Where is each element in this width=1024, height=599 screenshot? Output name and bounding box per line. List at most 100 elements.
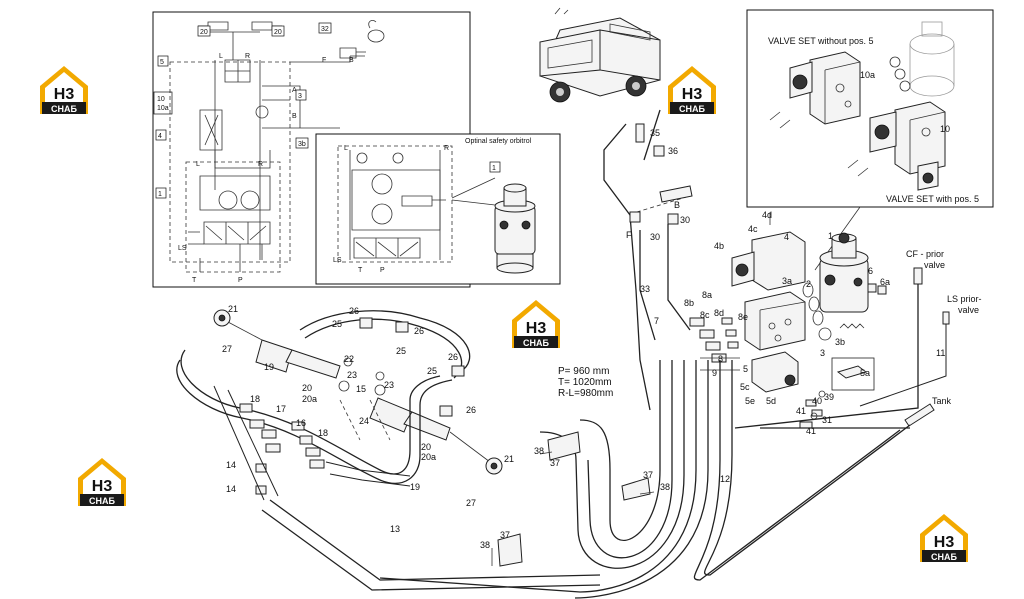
schematic-port-label: F bbox=[322, 57, 326, 64]
part-box bbox=[155, 129, 167, 141]
part-number: 27 bbox=[222, 344, 232, 354]
part-number: 16 bbox=[296, 418, 306, 428]
part-number: 11 bbox=[936, 348, 945, 358]
part-number: 19 bbox=[410, 482, 420, 492]
part-box-label: 4 bbox=[158, 133, 162, 140]
inset-port-label: R bbox=[444, 145, 449, 152]
part-number: 1 bbox=[828, 231, 833, 241]
part-number: 3 bbox=[820, 348, 825, 358]
part-number: 2 bbox=[806, 279, 811, 289]
schematic-port-label: R bbox=[258, 161, 263, 168]
part-number: 21 bbox=[228, 304, 238, 314]
part-number: 38 bbox=[534, 446, 544, 456]
part-number: 9 bbox=[712, 368, 717, 378]
logo-mark: H3 bbox=[934, 534, 955, 551]
part-number: 37 bbox=[643, 470, 653, 480]
inset-part-box-label: 1 bbox=[492, 165, 496, 172]
part-box-label: 3b bbox=[298, 141, 306, 148]
valve-set-with-title: VALVE SET with pos. 5 bbox=[886, 194, 979, 204]
truck-illustration bbox=[539, 7, 661, 103]
part-number: 23 bbox=[347, 370, 357, 380]
part-number: 5 bbox=[743, 364, 748, 374]
part-number: 25 bbox=[396, 346, 406, 356]
part-number: 33 bbox=[640, 284, 650, 294]
logo-mark: H3 bbox=[92, 478, 113, 495]
valve-block-with bbox=[847, 101, 946, 191]
part-box bbox=[197, 25, 211, 37]
part-box-label: 20 bbox=[200, 29, 208, 36]
part-number: 4 bbox=[784, 232, 789, 242]
schematic-port-label: L bbox=[196, 161, 200, 168]
part-number: 3a bbox=[782, 276, 792, 286]
part-number: 5c bbox=[740, 382, 750, 392]
valve-block-without bbox=[769, 51, 861, 129]
part-number: 5a bbox=[860, 368, 870, 378]
part-number: 41 bbox=[806, 426, 816, 436]
pressure-note-line: P= 960 mm bbox=[558, 366, 609, 377]
cf-label: CF - prior bbox=[906, 249, 944, 259]
part-number: 5d bbox=[766, 396, 776, 406]
tank-label: Tank bbox=[932, 396, 952, 406]
part-number: 18 bbox=[318, 428, 328, 438]
part-box bbox=[295, 137, 309, 149]
pressure-note-line: R-L=980mm bbox=[558, 388, 613, 399]
inset-port-label: T bbox=[358, 267, 363, 274]
part-box bbox=[155, 187, 167, 199]
part-number: 3b bbox=[835, 337, 845, 347]
ls-label: LS prior- bbox=[947, 294, 982, 304]
part-number: 40 bbox=[812, 396, 822, 406]
part-number: 27 bbox=[466, 498, 476, 508]
part-number: 26 bbox=[349, 306, 359, 316]
part-box-label: 10 bbox=[157, 96, 165, 103]
part-box-label: 1 bbox=[158, 191, 162, 198]
schematic-port-label: B bbox=[349, 57, 354, 64]
part-number: 20a bbox=[421, 452, 436, 462]
part-box-label: 20 bbox=[274, 29, 282, 36]
part-number: 14 bbox=[226, 484, 236, 494]
part-number: 30 bbox=[680, 215, 690, 225]
part-box bbox=[157, 55, 169, 67]
part-number: 5e bbox=[745, 396, 755, 406]
safety-orbitrol-inset bbox=[315, 133, 561, 285]
cf-hose bbox=[734, 282, 919, 429]
part-number: 4b bbox=[714, 241, 724, 251]
part-number: 25 bbox=[332, 319, 342, 329]
inset-port-label: P bbox=[380, 267, 385, 274]
part-number: 14 bbox=[226, 460, 236, 470]
part-number: 13 bbox=[390, 524, 400, 534]
valve-label: 10 bbox=[940, 124, 950, 134]
part-number: 24 bbox=[359, 416, 369, 426]
inset-port-label: L bbox=[344, 145, 348, 152]
steering-unit-assembly bbox=[689, 212, 887, 429]
part-number: 18 bbox=[250, 394, 260, 404]
part-box bbox=[295, 89, 307, 101]
schematic-port-label: B bbox=[292, 113, 297, 120]
part-box bbox=[271, 25, 285, 37]
part-number: 19 bbox=[264, 362, 274, 372]
part-number: 21 bbox=[504, 454, 514, 464]
part-number: 8d bbox=[714, 308, 724, 318]
part-number: 38 bbox=[660, 482, 670, 492]
part-number: 20 bbox=[302, 383, 312, 393]
part-number: 8b bbox=[684, 298, 694, 308]
part-number: 8 bbox=[718, 354, 723, 364]
schematic-port-label: P bbox=[238, 277, 243, 284]
inset-port-label: LS bbox=[333, 257, 342, 264]
part-number: 8a bbox=[702, 290, 712, 300]
part-number: 12 bbox=[720, 474, 730, 484]
part-number: F bbox=[626, 230, 632, 240]
part-number: 41 bbox=[796, 406, 806, 416]
valve-label: 10a bbox=[860, 70, 875, 80]
schematic-port-label: A bbox=[292, 87, 297, 94]
schematic-port-label: R bbox=[245, 53, 250, 60]
